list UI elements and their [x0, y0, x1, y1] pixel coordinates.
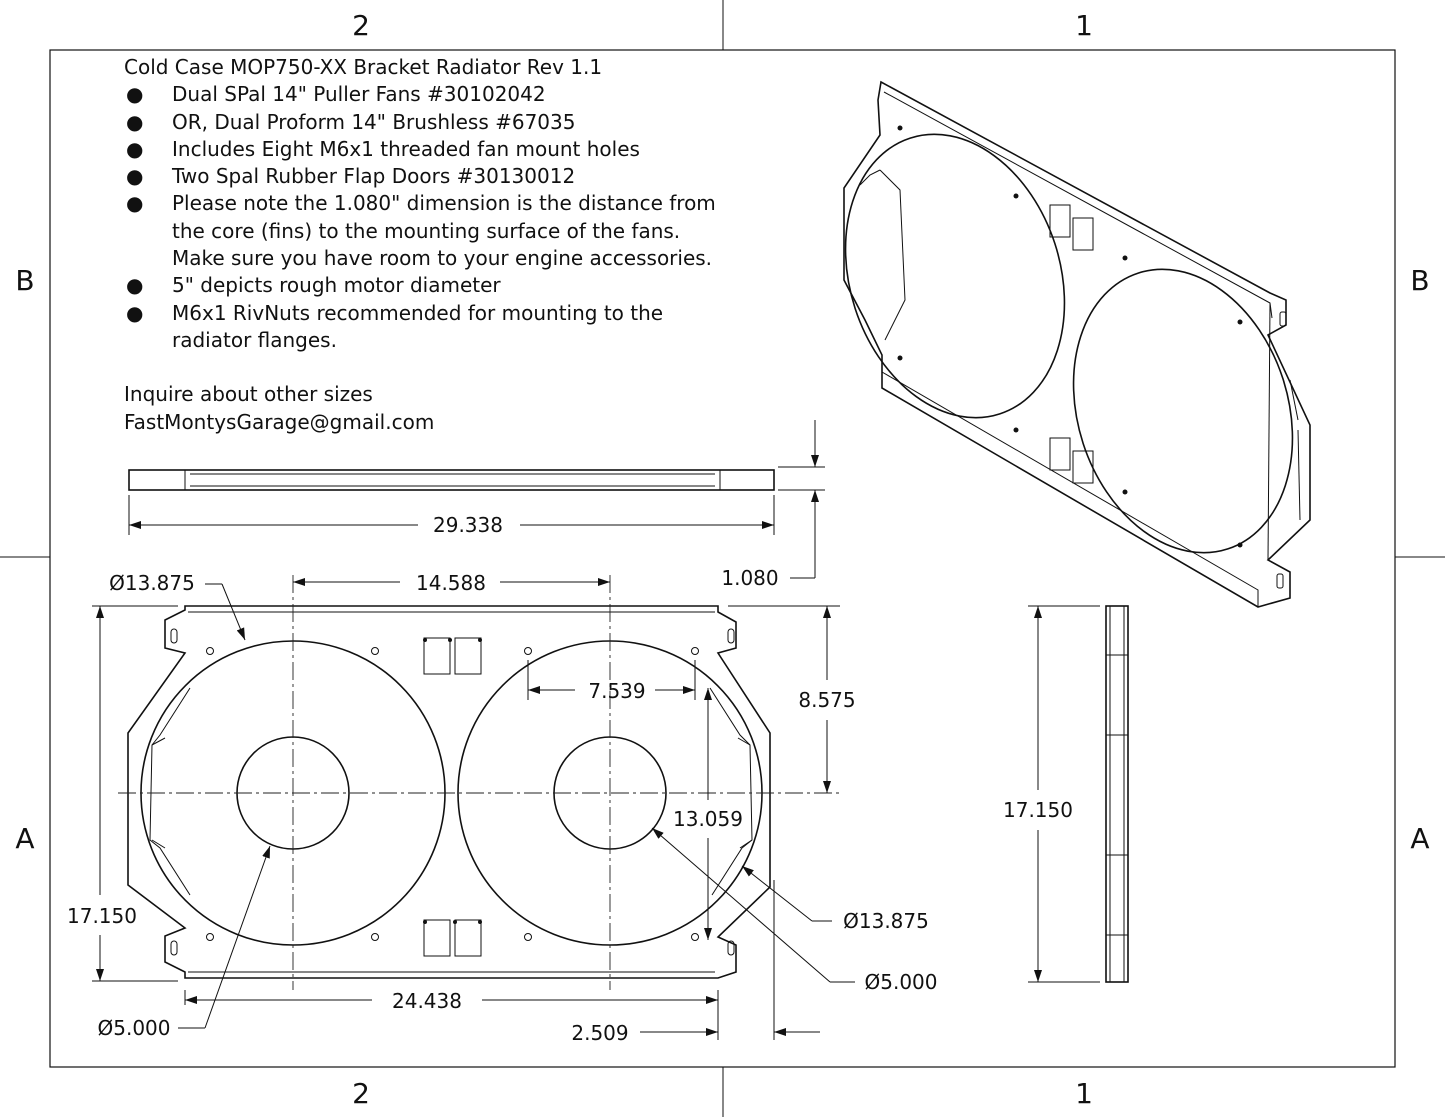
bullet-icon: ● — [126, 109, 144, 134]
contact-email: FastMontysGarage@gmail.com — [124, 409, 435, 434]
note-item: ● Two Spal Rubber Flap Doors #30130012 — [124, 163, 764, 190]
note-line: Dual SPal 14" Puller Fans #30102042 — [172, 82, 546, 107]
dim-motor-dia-left: Ø5.000 — [98, 1016, 171, 1040]
note-line: the core (fins) to the mounting surface … — [172, 218, 681, 243]
zone-top-1: 1 — [1075, 9, 1093, 42]
dim-motor-dia-right: Ø5.000 — [865, 970, 938, 994]
dim-fan-dia-right: Ø13.875 — [843, 909, 929, 933]
note-line: Please note the 1.080" dimension is the … — [172, 191, 716, 216]
notes-spacer — [124, 354, 764, 381]
front-view — [92, 575, 840, 1040]
note-line: OR, Dual Proform 14" Brushless #67035 — [172, 109, 576, 134]
zone-bottom-2: 2 — [352, 1077, 370, 1110]
note-line: Make sure you have room to your engine a… — [172, 246, 713, 271]
dim-inner-height: 13.059 — [673, 807, 743, 831]
bullet-icon: ● — [126, 82, 144, 107]
isometric-view — [843, 80, 1311, 608]
bullet-icon: ● — [126, 300, 144, 325]
zone-left-a: A — [15, 822, 34, 855]
notes-list: ● Dual SPal 14" Puller Fans #30102042 ● OR… — [124, 81, 764, 354]
note-line: Two Spal Rubber Flap Doors #30130012 — [172, 164, 576, 189]
dim-hole-spacing: 7.539 — [588, 679, 645, 703]
dim-top-width: 29.338 — [433, 513, 503, 537]
drawing-notes: Cold Case MOP750-XX Bracket Radiator Rev… — [124, 54, 764, 436]
note-item: ● Please note the 1.080" dimension is th… — [124, 190, 764, 272]
zone-labels: 2 1 2 1 B A B A — [15, 9, 1429, 1110]
notes-title: Cold Case MOP750-XX Bracket Radiator Rev… — [124, 55, 603, 79]
zone-right-b: B — [1410, 264, 1429, 297]
side-view — [1028, 605, 1129, 983]
note-item: ● 5" depicts rough motor diameter — [124, 272, 764, 299]
top-view — [128, 466, 825, 535]
bullet-icon: ● — [126, 164, 144, 189]
note-item: ● Includes Eight M6x1 threaded fan mount … — [124, 136, 764, 163]
dim-half-height: 8.575 — [798, 688, 855, 712]
dim-bottom-width: 24.438 — [392, 989, 462, 1013]
note-item: ● Dual SPal 14" Puller Fans #30102042 — [124, 81, 764, 108]
bullet-icon: ● — [126, 273, 144, 298]
dimensions: 29.338 1.080 Ø13.875 14.588 7.539 8.575 … — [67, 420, 1073, 1045]
zone-bottom-1: 1 — [1075, 1077, 1093, 1110]
note-item: ● OR, Dual Proform 14" Brushless #67035 — [124, 109, 764, 136]
note-item: ● M6x1 RivNuts recommended for mounting … — [124, 300, 764, 355]
bullet-icon: ● — [126, 136, 144, 161]
bullet-icon: ● — [126, 191, 144, 216]
dim-overall-height-side: 17.150 — [1003, 798, 1073, 822]
zone-left-b: B — [15, 264, 34, 297]
inquire-text: Inquire about other sizes — [124, 382, 373, 407]
note-line: radiator flanges. — [172, 327, 337, 352]
note-line: 5" depicts rough motor diameter — [172, 273, 501, 298]
dim-overall-height-front: 17.150 — [67, 904, 137, 928]
dim-depth: 1.080 — [721, 566, 778, 590]
dim-fan-dia-left: Ø13.875 — [109, 571, 195, 595]
zone-top-2: 2 — [352, 9, 370, 42]
zone-right-a: A — [1410, 822, 1429, 855]
dim-fan-spacing: 14.588 — [416, 571, 486, 595]
note-line: Includes Eight M6x1 threaded fan mount h… — [172, 136, 640, 161]
note-line: M6x1 RivNuts recommended for mounting to… — [172, 300, 664, 325]
dim-flange: 2.509 — [571, 1021, 628, 1045]
